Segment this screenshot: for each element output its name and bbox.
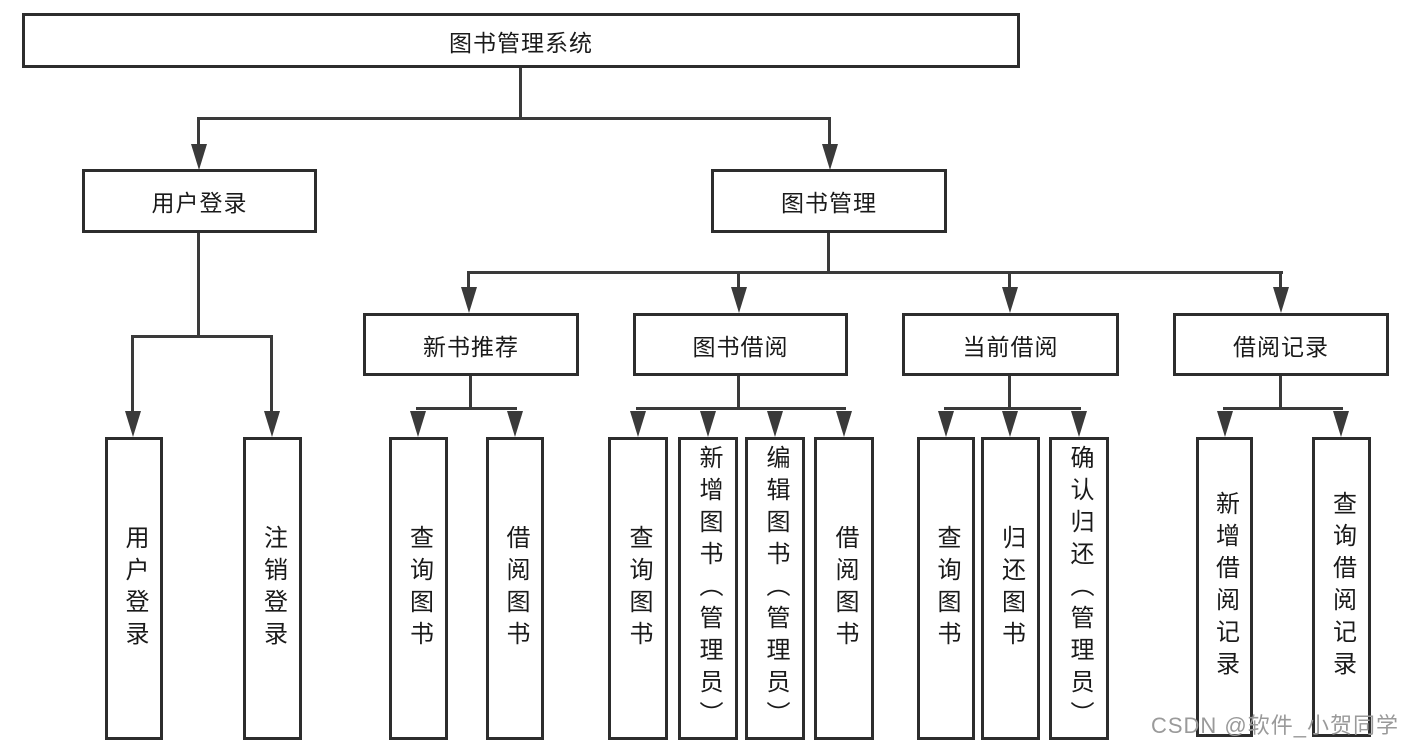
node-user-login-label: 用户登录 [151,190,248,216]
arrow-down-br-add [1217,411,1233,437]
node-leaf-bb-add-book-admin: 新增图书（管理员） [678,437,738,740]
connector-borrow-record-bar [1223,407,1343,410]
node-leaf-cb-confirm-return-admin: 确认归还（管理员） [1049,437,1109,740]
csdn-watermark: CSDN @软件_小贺同学 [1150,713,1399,738]
connector-user-login-stem [197,233,200,337]
node-user-login: 用户登录 [82,169,317,233]
connector-drop-book-borrow [737,274,740,289]
arrow-down-br-query [1333,411,1349,437]
arrow-down-borrow-record [1273,287,1289,313]
node-book-management-label: 图书管理 [781,190,877,216]
node-leaf-cb-confirm-return-admin-label: 确认归还（管理员） [1066,444,1093,733]
connector-drop-current-borrow [1008,274,1011,289]
node-leaf-cb-return-book-label: 归还图书 [997,524,1025,653]
arrow-down-nb-borrow [507,411,523,437]
connector-drop-book-mgmt [828,118,831,146]
connector-drop-new-book [467,274,470,289]
node-leaf-nb-borrow-book-label: 借阅图书 [502,524,529,653]
connector-book-borrow-stem [737,376,740,409]
node-leaf-br-add-record: 新增借阅记录 [1196,437,1253,737]
node-leaf-bb-edit-book-admin-label: 编辑图书（管理员） [762,444,789,733]
arrow-down-book-borrow [731,287,747,313]
arrow-down-bb-query [630,411,646,437]
node-leaf-logout: 注销登录 [243,437,302,740]
node-leaf-cb-query-book: 查询图书 [917,437,975,740]
node-leaf-bb-query-book: 查询图书 [608,437,668,740]
arrow-down-book-mgmt [822,144,838,170]
node-leaf-bb-edit-book-admin: 编辑图书（管理员） [745,437,805,740]
connector-drop-login-leaf [131,336,134,413]
node-leaf-cb-query-book-label: 查询图书 [933,524,960,653]
node-leaf-bb-add-book-admin-label: 新增图书（管理员） [695,444,722,733]
arrow-down-bb-borrow [836,411,852,437]
arrow-down-cb-return [1002,411,1018,437]
node-leaf-logout-label: 注销登录 [259,524,287,653]
connector-current-borrow-bar [944,407,1081,410]
arrow-down-logout-leaf [264,411,280,437]
connector-level2-bar [197,117,831,120]
node-leaf-br-add-record-label: 新增借阅记录 [1211,491,1239,683]
connector-new-book-bar [416,407,517,410]
connector-drop-borrow-record [1279,274,1282,289]
node-leaf-cb-return-book: 归还图书 [981,437,1040,740]
arrow-down-current-borrow [1002,287,1018,313]
connector-borrow-record-stem [1279,376,1282,409]
connector-root-stem [519,68,522,118]
arrow-down-bb-add [700,411,716,437]
node-leaf-bb-borrow-book-label: 借阅图书 [831,524,858,653]
node-leaf-nb-borrow-book: 借阅图书 [486,437,544,740]
node-new-book-recommend: 新书推荐 [363,313,579,376]
node-book-borrow-label: 图书借阅 [692,333,789,360]
arrow-down-nb-query [410,411,426,437]
node-leaf-nb-query-book-label: 查询图书 [405,524,433,653]
arrow-down-new-book [461,287,477,313]
node-borrow-record: 借阅记录 [1173,313,1389,376]
connector-book-mgmt-stem [827,233,830,274]
connector-current-borrow-stem [1008,376,1011,409]
node-leaf-bb-query-book-label: 查询图书 [625,524,652,653]
arrow-down-cb-query [938,411,954,437]
node-leaf-bb-borrow-book: 借阅图书 [814,437,874,740]
node-book-management: 图书管理 [711,169,947,233]
node-current-borrow-label: 当前借阅 [962,333,1059,360]
node-book-borrow: 图书借阅 [633,313,848,376]
node-current-borrow: 当前借阅 [902,313,1119,376]
connector-new-book-stem [469,376,472,409]
node-root-label: 图书管理系统 [449,29,593,56]
arrow-down-user-login [191,144,207,170]
node-leaf-br-query-record-label: 查询借阅记录 [1328,491,1356,683]
arrow-down-cb-confirm [1071,411,1087,437]
node-leaf-user-login-label: 用户登录 [121,524,148,653]
node-leaf-br-query-record: 查询借阅记录 [1312,437,1371,737]
node-root: 图书管理系统 [22,13,1020,68]
connector-user-login-bar [131,335,273,338]
node-new-book-recommend-label: 新书推荐 [423,333,519,360]
node-leaf-nb-query-book: 查询图书 [389,437,448,740]
node-leaf-user-login: 用户登录 [105,437,163,740]
connector-drop-logout-leaf [270,336,273,413]
arrow-down-bb-edit [767,411,783,437]
arrow-down-login-leaf [125,411,141,437]
connector-drop-user-login [197,118,200,146]
connector-book-borrow-bar [636,407,846,410]
node-borrow-record-label: 借阅记录 [1233,333,1329,360]
connector-level3-bar [467,271,1283,274]
